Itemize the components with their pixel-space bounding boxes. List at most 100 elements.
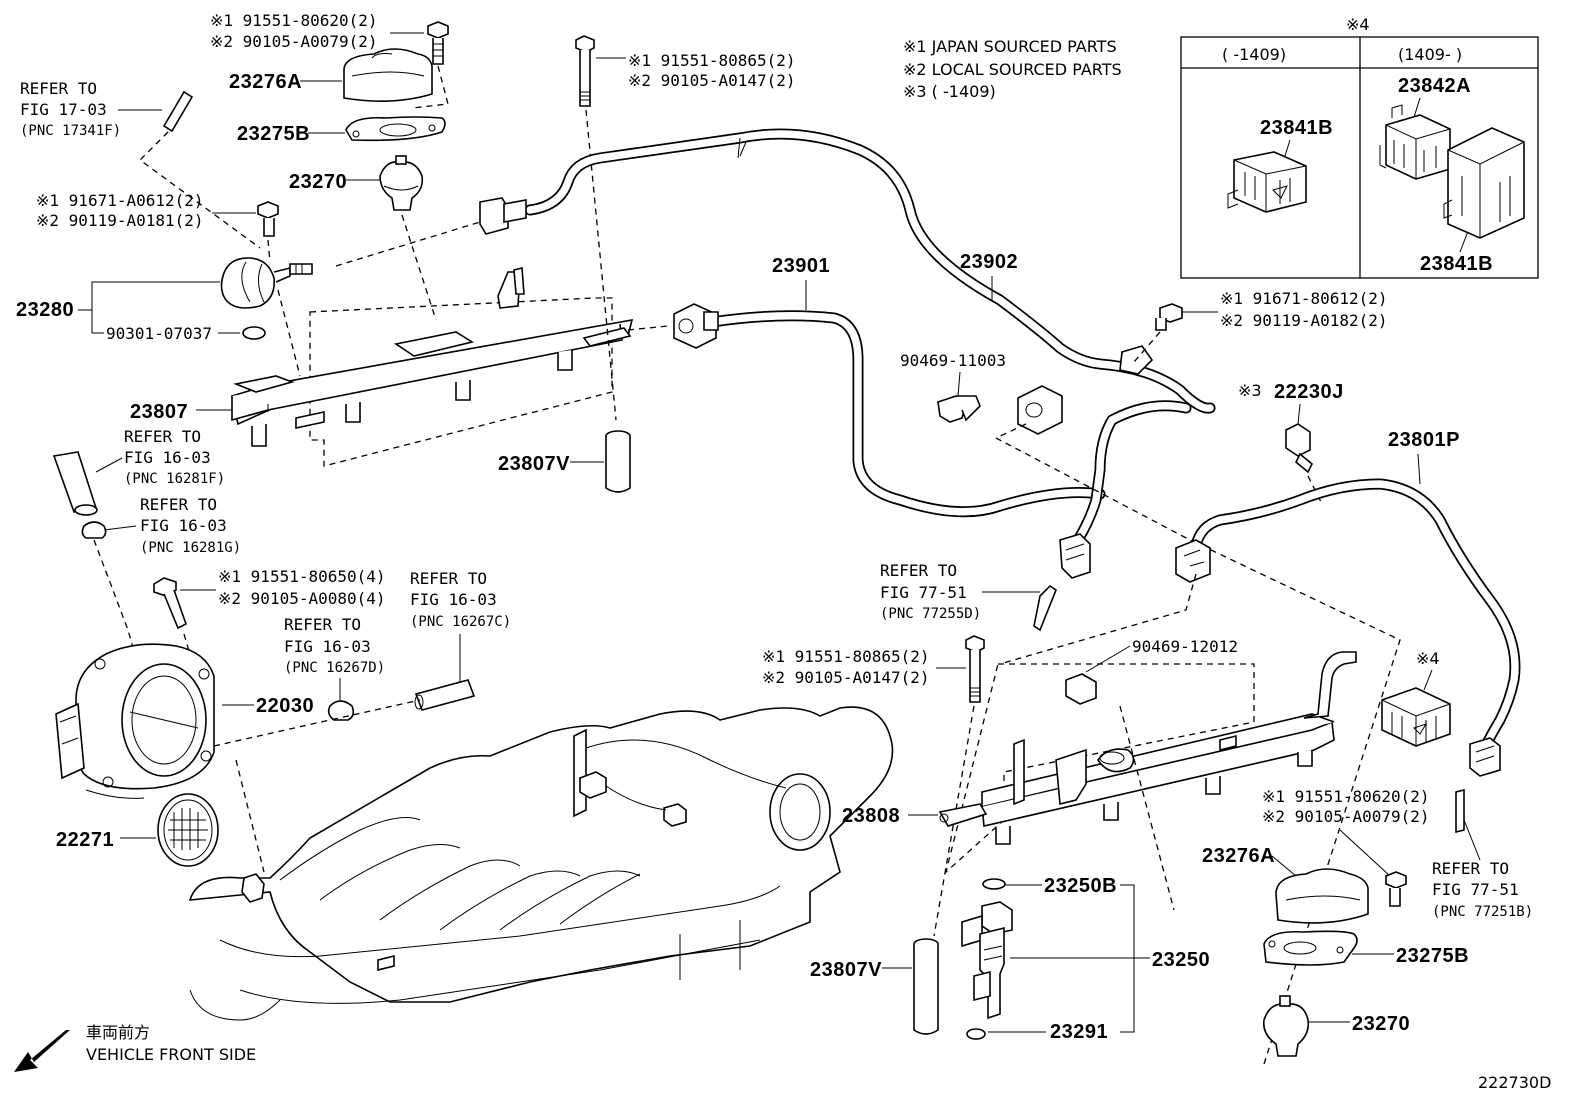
bolt-callout-line2: ※2 90105-A0147(2) xyxy=(762,668,930,687)
part-label-23808: 23808 xyxy=(842,805,900,827)
refer-line1: REFER TO xyxy=(410,569,487,588)
rail-group-outline xyxy=(944,663,1255,874)
fuel-injector-icon xyxy=(961,901,1013,1020)
quick-connector-icon xyxy=(673,303,719,349)
insulator-icon xyxy=(913,938,939,1035)
part-label-90301-07037: 90301-07037 xyxy=(106,324,212,343)
fuel-tube-23801P: 23801P xyxy=(1175,429,1521,777)
bolt-icon xyxy=(153,577,187,630)
refer-fig-77-51-b: REFER TO FIG 77-51 (PNC 77251B) xyxy=(1432,788,1533,920)
hose-end-icon xyxy=(1455,788,1465,834)
seal-ring-icon xyxy=(966,1028,986,1040)
quick-connector-icon xyxy=(1175,539,1211,583)
damper-cover-icon xyxy=(1275,868,1369,924)
bolt-callout-line2: ※2 90105-A0079(2) xyxy=(210,32,378,51)
bolt-callout-damper: ※1 91671-A0612(2) ※2 90119-A0181(2) xyxy=(36,191,279,263)
throttle-body-22030: 22030 xyxy=(55,643,314,799)
refer-line3: (PNC 16267D) xyxy=(284,660,385,676)
variant-box-marker: ※4 xyxy=(1346,15,1370,34)
part-label-22030: 22030 xyxy=(256,695,314,717)
gasket-22271: 22271 xyxy=(56,793,219,867)
bolt-callout-line2: ※2 90119-A0181(2) xyxy=(36,211,204,230)
part-label-23807V: 23807V xyxy=(498,453,570,475)
part-label-23270-right: 23270 xyxy=(1352,1013,1410,1035)
hose-icon xyxy=(414,679,476,711)
hose-end-icon xyxy=(1033,584,1057,632)
refer-line3: (PNC 16281G) xyxy=(140,540,241,556)
refer-fig-16-03-c: REFER TO FIG 16-03 (PNC 16267C) xyxy=(410,569,511,711)
part-label-23807: 23807 xyxy=(130,401,188,423)
refer-fig-16-03-d: REFER TO FIG 16-03 (PNC 16267D) xyxy=(284,615,385,721)
variant-box: ※4 ( -1409) (1409- ) 23841B 23842A 23841… xyxy=(1180,15,1539,279)
bolt-callout-line2: ※2 90119-A0182(2) xyxy=(1220,311,1388,330)
part-label-23270: 23270 xyxy=(289,171,347,193)
refer-line2: FIG 16-03 xyxy=(124,448,211,467)
front-side-en: VEHICLE FRONT SIDE xyxy=(86,1045,256,1064)
hose-clamp-icon xyxy=(327,700,355,721)
refer-fig-17-03: REFER TO FIG 17-03 (PNC 17341F) xyxy=(20,79,261,249)
hose-end-icon xyxy=(162,90,194,133)
hose-clamp-icon xyxy=(81,521,107,539)
fuel-tube-23901: 23901 xyxy=(673,255,1106,518)
refer-line1: REFER TO xyxy=(880,561,957,580)
refer-line3: (PNC 16281F) xyxy=(124,471,225,487)
part-marker-3: ※3 xyxy=(1238,381,1262,400)
bolt-callout-line2: ※2 90105-A0147(2) xyxy=(628,71,796,90)
clip-icon xyxy=(937,395,981,423)
bolt-icon xyxy=(427,21,449,65)
bolt-callout-line2: ※2 90105-A0080(4) xyxy=(218,589,386,608)
bolt-icon xyxy=(1385,871,1407,907)
variant-box-left-header: ( -1409) xyxy=(1222,45,1286,64)
refer-line3: (PNC 17341F) xyxy=(20,123,121,139)
fuel-pressure-damper-group: 23280 90301-07037 xyxy=(16,257,313,377)
o-ring-icon xyxy=(982,878,1006,890)
legend-note-1: ※1 JAPAN SOURCED PARTS xyxy=(903,37,1117,56)
clamp-group-90469-11003: 90469-11003 xyxy=(900,351,1063,439)
bolt-callout-line2: ※2 90105-A0079(2) xyxy=(1262,807,1430,826)
part-label-23901: 23901 xyxy=(772,255,830,277)
o-ring-icon xyxy=(242,326,266,340)
refer-fig-16-03-f: REFER TO FIG 16-03 (PNC 16281F) xyxy=(52,427,225,516)
refer-line2: FIG 16-03 xyxy=(284,637,371,656)
refer-line2: FIG 16-03 xyxy=(410,590,497,609)
bolt-callout-right: ※1 91671-80612(2) ※2 90119-A0182(2) xyxy=(1133,289,1388,363)
legend-note-3: ※3 ( -1409) xyxy=(903,82,996,101)
bolt-callout-regulator-right: ※1 91551-80620(2) ※2 90105-A0079(2) xyxy=(1262,787,1430,907)
part-label-90469-12012: 90469-12012 xyxy=(1132,637,1238,656)
refer-line3: (PNC 77251B) xyxy=(1432,904,1533,920)
sensor-group-22230J: ※3 22230J xyxy=(1238,381,1343,505)
part-label-23280: 23280 xyxy=(16,299,74,321)
insulator-icon xyxy=(605,430,631,493)
part-label-23275B: 23275B xyxy=(237,123,310,145)
bolt-icon xyxy=(1155,303,1183,331)
clip-icon xyxy=(1065,673,1097,705)
part-label-23276A-right: 23276A xyxy=(1202,845,1275,867)
pressure-sensor-icon xyxy=(1285,423,1313,474)
front-side-jp: 車両前方 xyxy=(86,1023,150,1042)
insulator-group-right: 23807V xyxy=(810,938,939,1035)
long-bolt-icon xyxy=(965,635,985,703)
bolt-callout-rail-right: ※1 91551-80865(2) ※2 90105-A0147(2) xyxy=(762,635,985,937)
connector-icon xyxy=(1379,104,1451,180)
damper-cover-icon xyxy=(343,48,433,102)
rail-group-outline xyxy=(309,297,613,467)
pulsation-damper-icon xyxy=(1262,995,1310,1057)
rail-bolt-group-left: ※1 91551-80865(2) ※2 90105-A0147(2) 2380… xyxy=(498,35,796,493)
bolt-callout-line1: ※1 91551-80620(2) xyxy=(210,11,378,30)
refer-line2: FIG 77-51 xyxy=(880,583,967,602)
quick-connector-icon xyxy=(479,197,509,235)
bolt-callout-line1: ※1 91551-80650(4) xyxy=(218,567,386,586)
refer-line1: REFER TO xyxy=(140,495,217,514)
fuel-rail-left-group: 23807 xyxy=(130,266,634,467)
bolt-callout-line1: ※1 91671-80612(2) xyxy=(1220,289,1388,308)
part-label-90469-11003: 90469-11003 xyxy=(900,351,1006,370)
quick-connector-icon xyxy=(1059,533,1091,579)
fuel-rail-right-icon xyxy=(938,651,1357,845)
long-bolt-icon xyxy=(575,35,595,107)
bolt-callout-throttle: ※1 91551-80650(4) ※2 90105-A0080(4) xyxy=(153,567,386,711)
intake-manifold-icon xyxy=(188,706,894,1021)
pulsation-damper-icon xyxy=(379,155,424,211)
refer-line1: REFER TO xyxy=(124,427,201,446)
